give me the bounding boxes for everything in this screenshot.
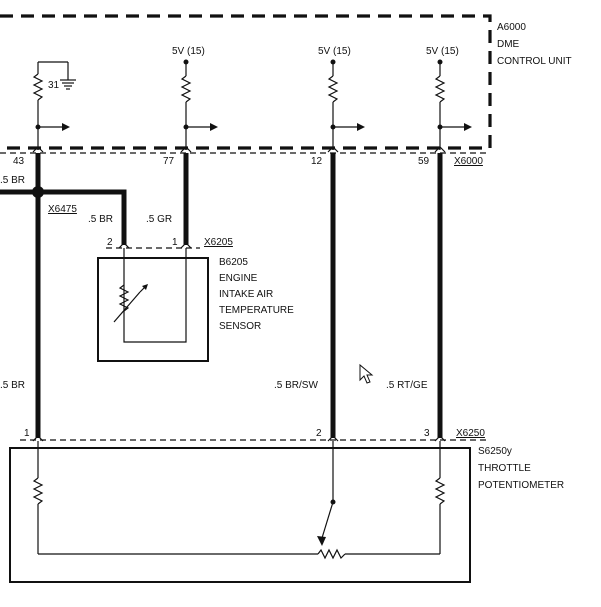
supply-label-77: 5V (15) <box>172 46 205 57</box>
supply-label-12: 5V (15) <box>318 46 351 57</box>
mouse-cursor-icon <box>359 363 374 384</box>
throttle-label-line1: THROTTLE <box>478 463 531 474</box>
signal-arrow-icon <box>35 123 70 131</box>
supply-label-59: 5V (15) <box>426 46 459 57</box>
wire-label-left-mid: .5 BR <box>0 380 25 391</box>
dme-control-unit-boundary <box>0 14 492 150</box>
signal-arrow-icon <box>330 123 365 131</box>
pin-chevron-icon <box>118 242 192 249</box>
sensor-label-line3: TEMPERATURE <box>219 305 294 316</box>
throttle-code: S6250y <box>478 446 512 457</box>
dme-label-line1: DME <box>497 39 520 50</box>
throttle-pin-1-label: 1 <box>24 428 30 439</box>
connector-x6205-label: X6205 <box>204 237 233 248</box>
ground-resistor <box>32 61 69 150</box>
connector-x6475-label: X6475 <box>48 204 77 215</box>
potentiometer-circuit <box>32 441 446 560</box>
throttle-pin-2-label: 2 <box>316 428 322 439</box>
throttle-label-line2: POTENTIOMETER <box>478 480 564 491</box>
signal-arrow-icon <box>183 123 218 131</box>
ground-pin-label: 31 <box>48 80 60 91</box>
wire-pin-43 <box>32 153 44 438</box>
sensor-pin-2-label: 2 <box>107 237 113 248</box>
sensor-label-line1: ENGINE <box>219 273 258 284</box>
wire-label-br-sw: .5 BR/SW <box>274 380 318 391</box>
dme-code: A6000 <box>497 22 526 33</box>
sensor-b6205-box <box>97 257 209 362</box>
pullup-resistor-77 <box>180 59 192 150</box>
sensor-pin-1-label: 1 <box>172 237 178 248</box>
thermistor-icon <box>113 248 187 343</box>
connector-x6000-label: X6000 <box>454 156 483 167</box>
wire-x6475-branch <box>0 189 127 245</box>
pin-59-label: 59 <box>418 156 430 167</box>
throttle-potentiometer-box <box>9 447 471 583</box>
ground-symbol-icon <box>60 79 76 90</box>
signal-arrow-icon <box>437 123 472 131</box>
pin-43-label: 43 <box>13 156 25 167</box>
wire-label-rt-ge: .5 RT/GE <box>386 380 428 391</box>
sensor-code: B6205 <box>219 257 248 268</box>
pin-12-label: 12 <box>311 156 323 167</box>
connector-x6250-label: X6250 <box>456 428 485 439</box>
pin-chevron-icon <box>32 146 446 153</box>
pin-chevron-icon <box>32 435 446 442</box>
pin-77-label: 77 <box>163 156 175 167</box>
pullup-resistor-12 <box>327 59 339 150</box>
sensor-label-line2: INTAKE AIR <box>219 289 273 300</box>
throttle-pin-3-label: 3 <box>424 428 430 439</box>
dme-label-line2: CONTROL UNIT <box>497 56 572 67</box>
wire-label-x6475-br: .5 BR <box>88 214 113 225</box>
wire-label-gr: .5 GR <box>146 214 172 225</box>
wire-label-left-top: .5 BR <box>0 175 25 186</box>
sensor-label-line4: SENSOR <box>219 321 261 332</box>
pullup-resistor-59 <box>434 59 446 150</box>
